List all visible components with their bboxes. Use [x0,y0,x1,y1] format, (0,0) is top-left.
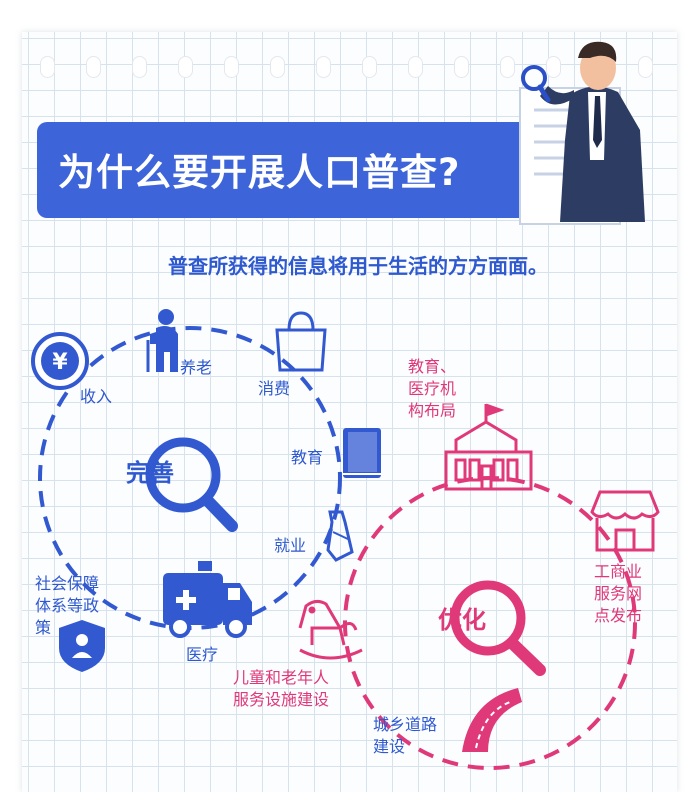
social-security-line-2: 体系等政 [35,596,100,615]
binder-ring [40,56,55,78]
tie-icon [326,510,354,562]
roads-line-1: 城乡道路 [373,715,438,734]
shop-icon [590,490,660,552]
magnifier-icon [450,580,546,676]
business-line-1: 工商业 [594,562,643,581]
employment-label: 就业 [274,536,307,555]
elderly-care-label: 养老 [180,358,213,377]
roads-line-2: 建设 [373,737,406,756]
binder-ring [224,56,239,78]
binder-ring [316,56,331,78]
binder-ring [362,56,377,78]
page-title: 为什么要开展人口普查? [58,151,461,194]
institutions-line-2: 医疗机 [408,379,457,398]
income-label: 收入 [80,387,113,406]
title-banner [37,122,557,218]
institutions-line-1: 教育、 [408,357,457,376]
optimize-label: 优化 [438,606,486,634]
elderly-icon [146,309,178,372]
svg-text:¥: ¥ [52,350,68,375]
binder-ring [408,56,423,78]
ambulance-icon [163,561,252,638]
education-label: 教育 [291,448,324,467]
shopping-bag-icon [275,311,327,372]
business-line-3: 点发布 [594,606,643,625]
medical-label: 医疗 [186,645,219,664]
child-elderly-line-2: 服务设施建设 [233,690,330,709]
binder-ring [454,56,469,78]
road-icon [462,688,522,752]
school-building-icon [444,403,533,491]
child-elderly-line-1: 儿童和老年人 [233,668,330,687]
improve-label: 完善 [126,459,174,487]
magnifier-icon [145,437,238,532]
social-security-line-1: 社会保障 [35,574,100,593]
book-icon [343,428,381,478]
rocking-horse-icon [298,599,363,660]
shield-user-icon [59,620,105,672]
binder-ring [500,56,515,78]
yuan-icon: ¥ [31,332,89,390]
binder-ring [86,56,101,78]
binder-ring [638,56,653,78]
social-security-line-3: 策 [35,618,52,637]
business-line-2: 服务网 [594,584,643,603]
binder-ring [270,56,285,78]
binder-ring [546,56,561,78]
binder-ring [178,56,193,78]
consumption-label: 消费 [258,379,291,398]
binder-ring [132,56,147,78]
subtitle: 普查所获得的信息将用于生活的方方面面。 [168,254,548,278]
institutions-line-3: 构布局 [408,401,457,420]
